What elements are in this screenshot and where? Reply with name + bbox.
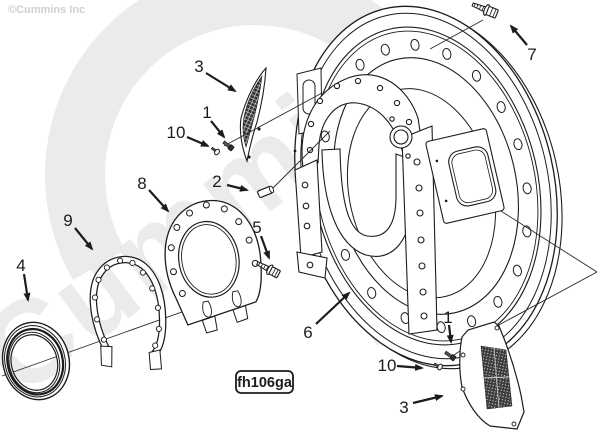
dowel-pin: [257, 185, 275, 198]
housing-side-pad: [425, 128, 505, 224]
bolt-1-bottom: [444, 350, 457, 362]
washer-10-bottom: [433, 362, 443, 371]
callout-10-top: 10: [167, 123, 186, 142]
callout-5: 5: [252, 218, 261, 237]
screen-grille-bottom: [459, 321, 525, 430]
callout-2: 2: [212, 172, 221, 191]
callout-8: 8: [137, 174, 146, 193]
gasket-holes: [91, 257, 162, 349]
copyright-text: ©Cummins Inc: [8, 4, 85, 16]
callout-3-bottom: 3: [399, 398, 408, 417]
screen-grille-top: [239, 66, 267, 163]
figure-code-box: fh106ga: [235, 370, 294, 394]
callout-1-bottom: 1: [443, 308, 452, 327]
callout-10-bottom: 10: [378, 356, 397, 375]
seal-housing: [164, 199, 262, 334]
callout-1-top: 1: [202, 103, 211, 122]
housing-mounting-plate: [294, 74, 505, 335]
callout-7: 7: [527, 45, 536, 64]
washer-10-top: [210, 146, 220, 156]
plate-holes: [301, 77, 428, 320]
bolt-5: [256, 261, 281, 279]
bolt-1-top: [222, 140, 235, 152]
callout-labels: 3 1 10 2 8 9 5 4 6 7 1 10 3: [16, 45, 536, 417]
callout-4: 4: [16, 256, 25, 275]
callout-arrows: [22, 24, 528, 405]
gasket: [89, 255, 167, 370]
figure-code-label: fh106ga: [237, 375, 293, 391]
crankshaft-seal: [1, 321, 71, 401]
callout-6: 6: [303, 323, 312, 342]
seal-housing-holes: [167, 201, 259, 297]
bolt-7: [471, 2, 499, 19]
callout-9: 9: [63, 211, 72, 230]
callout-3-top: 3: [194, 57, 203, 76]
